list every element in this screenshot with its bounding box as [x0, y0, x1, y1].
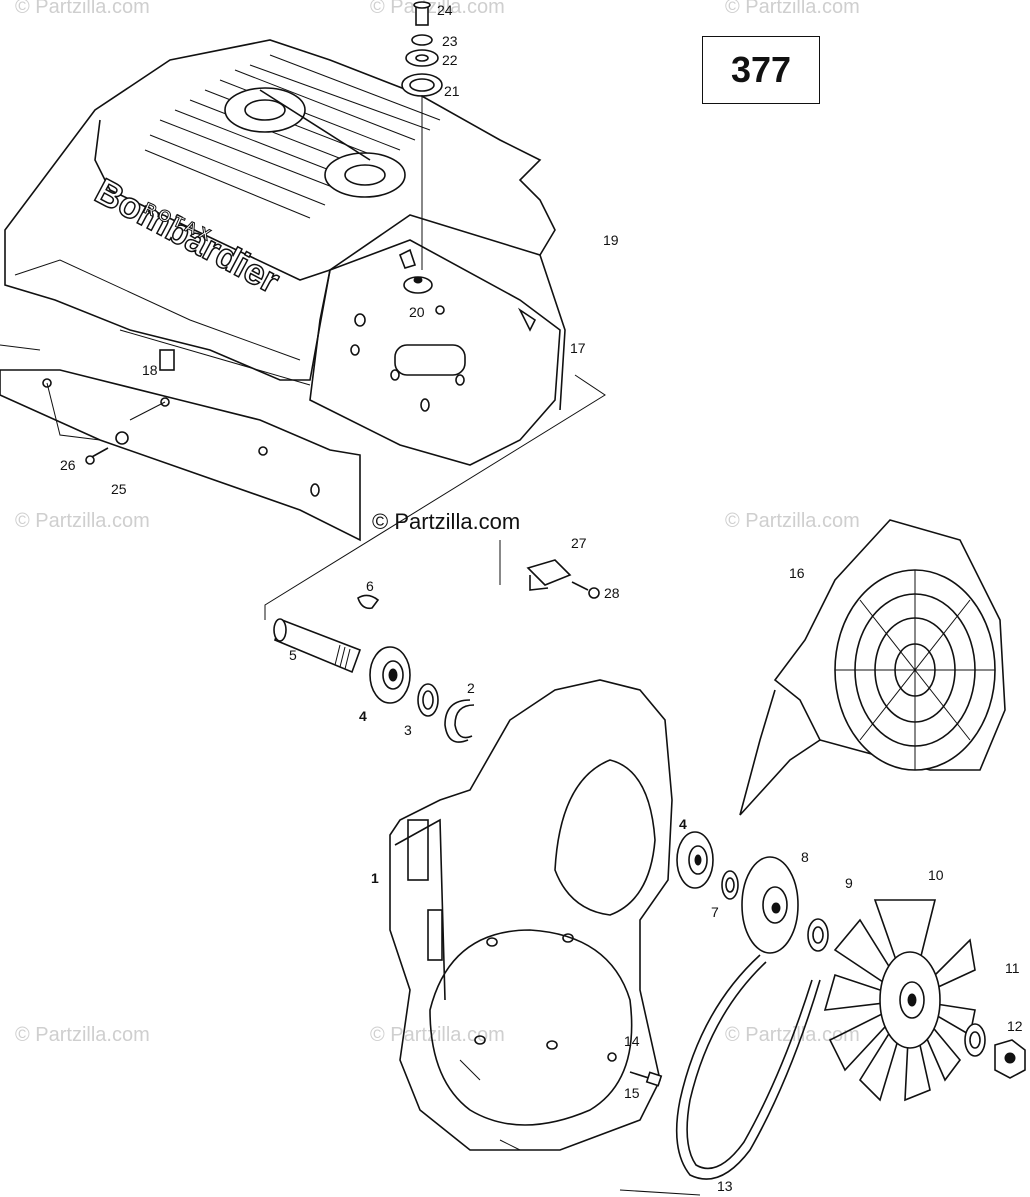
watermark: © Partzilla.com — [15, 510, 150, 532]
fan-housing — [389, 679, 673, 1151]
part-label: 22 — [442, 52, 458, 68]
bolt-washer-stack — [401, 1, 443, 270]
center-watermark: © Partzilla.com — [372, 509, 521, 534]
part-label: 3 — [404, 722, 412, 738]
part-label: 5 — [289, 647, 297, 663]
part-label: 4 — [679, 816, 687, 832]
pulley — [741, 856, 799, 954]
clip-and-screw — [526, 559, 600, 599]
watermark: © Partzilla.com — [15, 0, 150, 18]
part-label: 25 — [111, 481, 127, 497]
part-label: 12 — [1007, 1018, 1023, 1034]
watermark: © Partzilla.com — [725, 0, 860, 18]
part-label: 13 — [717, 1178, 733, 1194]
part-label: 20 — [409, 304, 425, 320]
part-label: 4 — [359, 708, 367, 724]
part-label: 17 — [570, 340, 586, 356]
bearing-4-lower — [676, 831, 714, 889]
part-label: 24 — [437, 2, 453, 18]
fan-impeller — [823, 899, 976, 1102]
part-label: 18 — [142, 362, 158, 378]
part-label: 15 — [624, 1085, 640, 1101]
watermark: © Partzilla.com — [725, 510, 860, 532]
part-label: 2 — [467, 680, 475, 696]
part-label: 21 — [444, 83, 460, 99]
shaft — [273, 618, 362, 674]
fan-guard-cover — [739, 519, 1006, 816]
part-label: 1 — [371, 870, 379, 886]
part-label: 16 — [789, 565, 805, 581]
part-label: 23 — [442, 33, 458, 49]
part-label: 9 — [845, 875, 853, 891]
part-label: 26 — [60, 457, 76, 473]
diagram-number-box: 377 — [702, 36, 820, 104]
watermark: © Partzilla.com — [15, 1024, 150, 1046]
part-label: 8 — [801, 849, 809, 865]
part-label: 10 — [928, 867, 944, 883]
part-label: 19 — [603, 232, 619, 248]
part-label: 11 — [1005, 960, 1020, 976]
part-label: 28 — [604, 585, 620, 601]
part-label: 6 — [366, 578, 374, 594]
part-label: 7 — [711, 904, 719, 920]
bearing-4-upper — [369, 646, 411, 704]
part-label: 27 — [571, 535, 587, 551]
mounting-rail — [0, 329, 361, 542]
watermark: © Partzilla.com — [370, 0, 505, 18]
part-label: 14 — [624, 1033, 640, 1049]
engine-cover-housing — [4, 39, 566, 466]
